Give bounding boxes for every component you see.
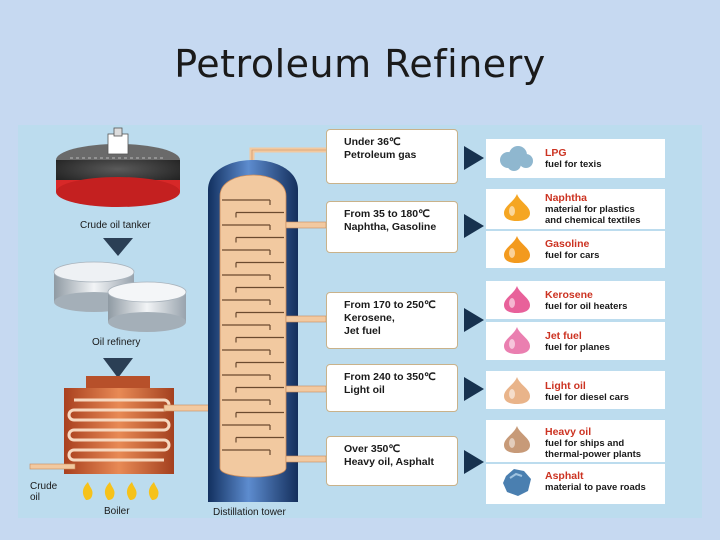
- product-box-naphtha: Naphtha material for plastics and chemic…: [486, 189, 665, 229]
- arrow-right-icon: [464, 146, 484, 170]
- drop-highlight: [509, 389, 515, 399]
- fraction-name: Petroleum gas: [344, 149, 417, 161]
- fraction-name: Light oil: [344, 384, 385, 396]
- arrow-right-icon: [464, 308, 484, 332]
- pipe-light-oil: [285, 385, 327, 393]
- product-description: material for plastics: [545, 204, 635, 215]
- fraction-temperature: Over 350℃: [344, 443, 401, 455]
- arrow-down-icon: [103, 358, 133, 378]
- tank-back-top: [53, 261, 135, 283]
- boiler-graphic: [29, 376, 213, 474]
- flame-icon: [126, 482, 137, 500]
- drop-highlight: [509, 298, 515, 308]
- product-description: fuel for oil heaters: [545, 301, 628, 312]
- tanker-bottom: [56, 177, 180, 207]
- pipe-kerosene: [285, 315, 327, 323]
- arrow-right-icon: [464, 450, 484, 474]
- crude-oil-label-line2: oil: [30, 492, 41, 503]
- fraction-box-naphtha-gasoline: From 35 to 180℃ Naphtha, Gasoline: [326, 201, 458, 253]
- pipe-heavy-oil: [285, 455, 327, 463]
- product-description: fuel for ships and: [545, 438, 625, 449]
- tower-label: Distillation tower: [213, 507, 286, 518]
- fraction-temperature: From 170 to 250℃: [344, 299, 436, 311]
- boiler-label: Boiler: [104, 506, 130, 517]
- boiler-chimney: [86, 376, 150, 388]
- product-description: fuel for diesel cars: [545, 392, 629, 403]
- gasoline-drop-icon: [504, 236, 530, 263]
- product-name: LPG: [545, 147, 567, 159]
- fraction-temperature: From 35 to 180℃: [344, 208, 430, 220]
- fraction-box-kerosene-jet-fuel: From 170 to 250℃ Kerosene, Jet fuel: [326, 292, 458, 349]
- fraction-box-petroleum-gas: Under 36℃ Petroleum gas: [326, 129, 458, 184]
- product-description: fuel for texis: [545, 159, 602, 170]
- tank-front-base: [108, 312, 186, 332]
- refinery-tanks-graphic: [53, 261, 187, 332]
- fraction-name: Kerosene,: [344, 312, 395, 324]
- heavy-oil-drop-icon: [504, 426, 530, 453]
- drop-highlight: [509, 339, 515, 349]
- tanker-label: Crude oil tanker: [80, 220, 151, 231]
- product-description: material to pave roads: [545, 482, 646, 493]
- flame-icon: [148, 482, 159, 500]
- jet-fuel-drop-icon: [504, 327, 530, 354]
- arrow-right-icon: [464, 377, 484, 401]
- tanker-graphic: [56, 127, 180, 207]
- fraction-name: Heavy oil, Asphalt: [344, 456, 435, 468]
- product-description: fuel for planes: [545, 342, 610, 353]
- light-oil-drop-icon: [504, 377, 530, 404]
- pipe-outline: [251, 149, 326, 160]
- product-name: Asphalt: [545, 470, 584, 482]
- tower-trays: [222, 199, 284, 455]
- fraction-box-light-oil: From 240 to 350℃ Light oil: [326, 364, 458, 412]
- arrow-right-icon: [464, 214, 484, 238]
- product-description: fuel for cars: [545, 250, 600, 261]
- boiler-coil: [67, 398, 171, 462]
- product-name: Naphtha: [545, 192, 587, 204]
- pipe-naphtha: [285, 221, 327, 229]
- product-arrows: [464, 146, 484, 474]
- product-description-cont: thermal-power plants: [545, 449, 642, 460]
- flame-icon: [82, 482, 93, 500]
- tower-interior: [219, 174, 287, 478]
- product-name: Gasoline: [545, 238, 590, 250]
- product-name: Kerosene: [545, 289, 593, 301]
- product-name: Heavy oil: [545, 426, 592, 438]
- crude-oil-label: Crude oil: [30, 481, 57, 503]
- lpg-gas-cloud-icon: [500, 146, 533, 171]
- naphtha-drop-icon: [504, 194, 530, 221]
- fraction-name: Naphtha, Gasoline: [344, 221, 437, 233]
- product-name: Light oil: [545, 380, 586, 392]
- product-description-cont: and chemical textiles: [545, 215, 641, 226]
- tanker-mast: [113, 127, 123, 137]
- slide-title: Petroleum Refinery: [174, 42, 546, 86]
- crude-oil-inlet-pipe: [29, 463, 76, 470]
- fraction-temperature: From 240 to 350℃: [344, 371, 436, 383]
- refinery-label: Oil refinery: [92, 337, 141, 348]
- tanker-bridge: [107, 133, 129, 155]
- flames-icon: [82, 482, 159, 500]
- boiler-outlet-pipe: [163, 404, 213, 412]
- flame-icon: [104, 482, 115, 500]
- asphalt-highlight: [509, 472, 523, 479]
- pipe-petroleum-gas: [249, 147, 326, 160]
- arrow-down-icon: [103, 238, 133, 256]
- tank-front-top: [107, 281, 187, 303]
- fraction-box-heavy-oil-asphalt: Over 350℃ Heavy oil, Asphalt: [326, 436, 458, 486]
- product-name: Jet fuel: [545, 330, 582, 342]
- drop-highlight: [509, 438, 515, 448]
- fraction-name-cont: Jet fuel: [344, 325, 381, 337]
- drop-highlight: [509, 248, 515, 258]
- fraction-temperature: Under 36℃: [344, 136, 401, 148]
- fraction-pipes: [249, 147, 327, 463]
- drop-highlight: [509, 206, 515, 216]
- distillation-tower-graphic: [208, 160, 298, 502]
- asphalt-chunk-icon: [503, 469, 531, 496]
- crude-oil-label-line1: Crude: [30, 481, 58, 492]
- kerosene-drop-icon: [504, 286, 530, 313]
